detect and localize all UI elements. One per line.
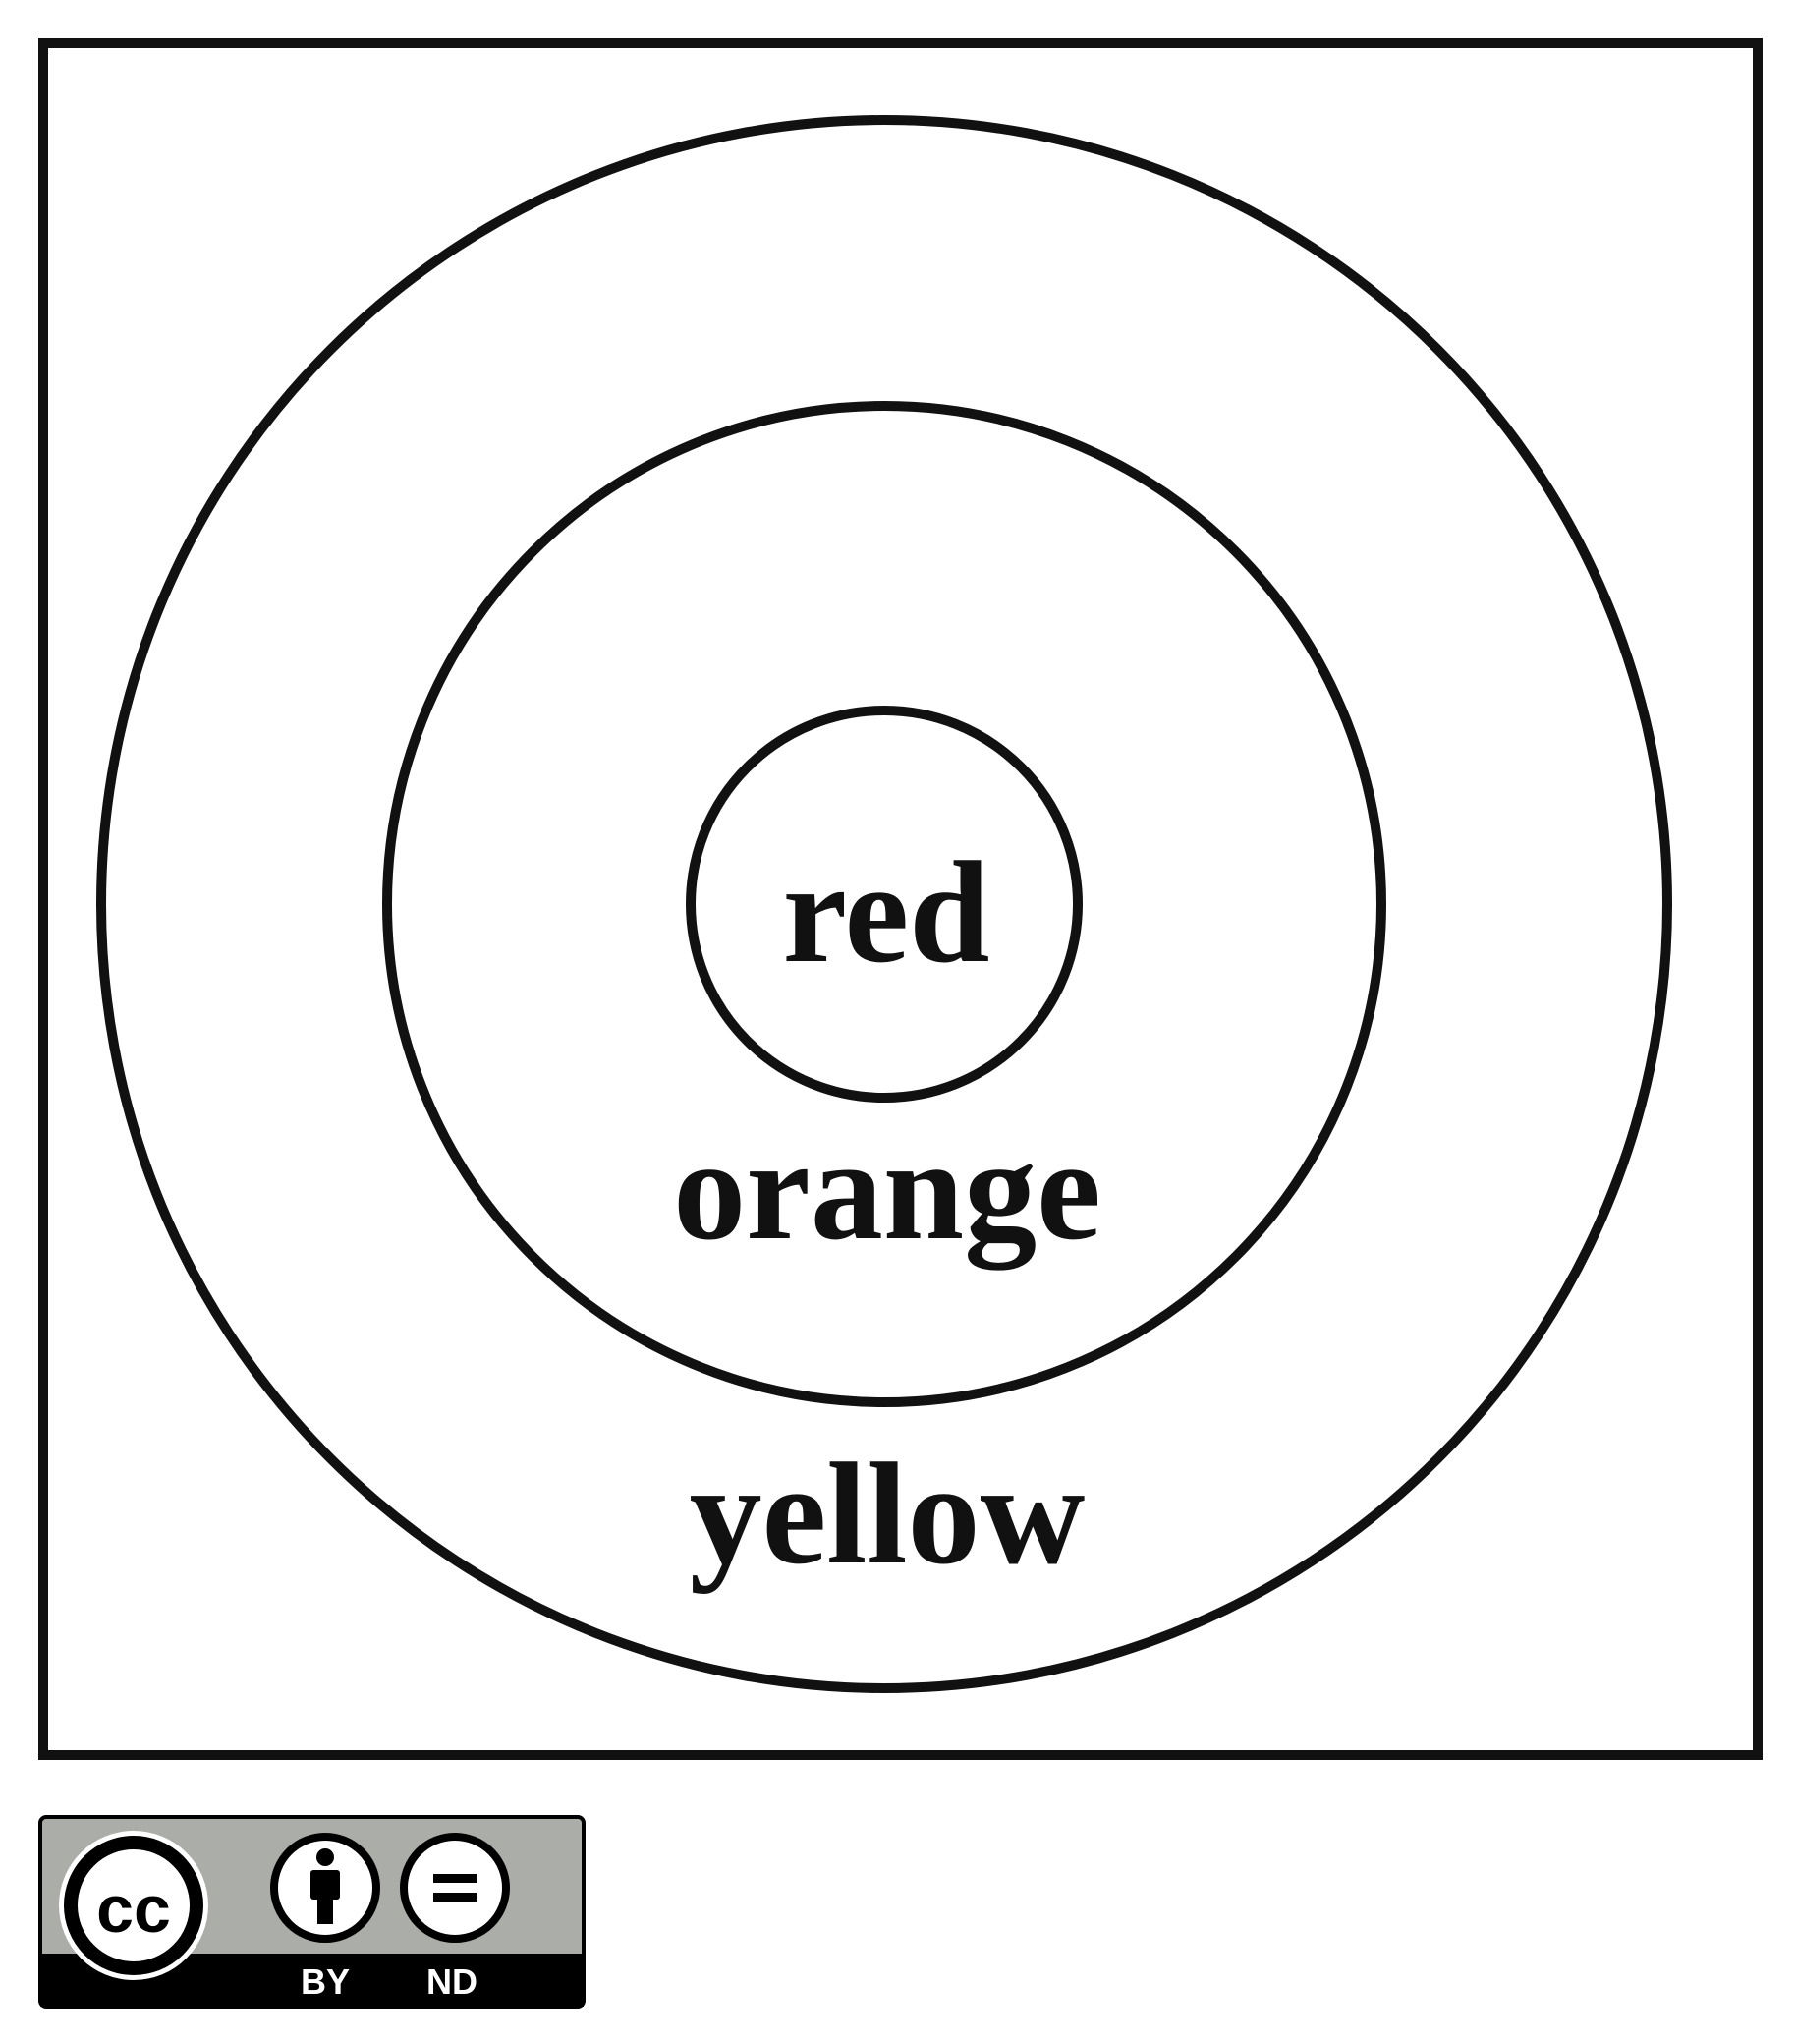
no-derivatives-equals-icon [400, 1833, 510, 1943]
label-red: red [782, 832, 989, 994]
svg-text:cc: cc [96, 1872, 171, 1947]
badge-by-label: BY [301, 1961, 350, 2002]
inner-ring [686, 706, 1083, 1103]
attribution-person-icon [270, 1833, 380, 1943]
middle-ring [382, 401, 1386, 1407]
badge-nd-label: ND [426, 1961, 477, 2002]
label-yellow: yellow [690, 1434, 1086, 1595]
license-badge[interactable]: cc BY ND [38, 1815, 586, 2009]
outer-ring [96, 115, 1672, 1693]
label-orange: orange [673, 1109, 1101, 1271]
cc-icon: cc [59, 1831, 208, 1980]
diagram-frame [38, 38, 1763, 1760]
